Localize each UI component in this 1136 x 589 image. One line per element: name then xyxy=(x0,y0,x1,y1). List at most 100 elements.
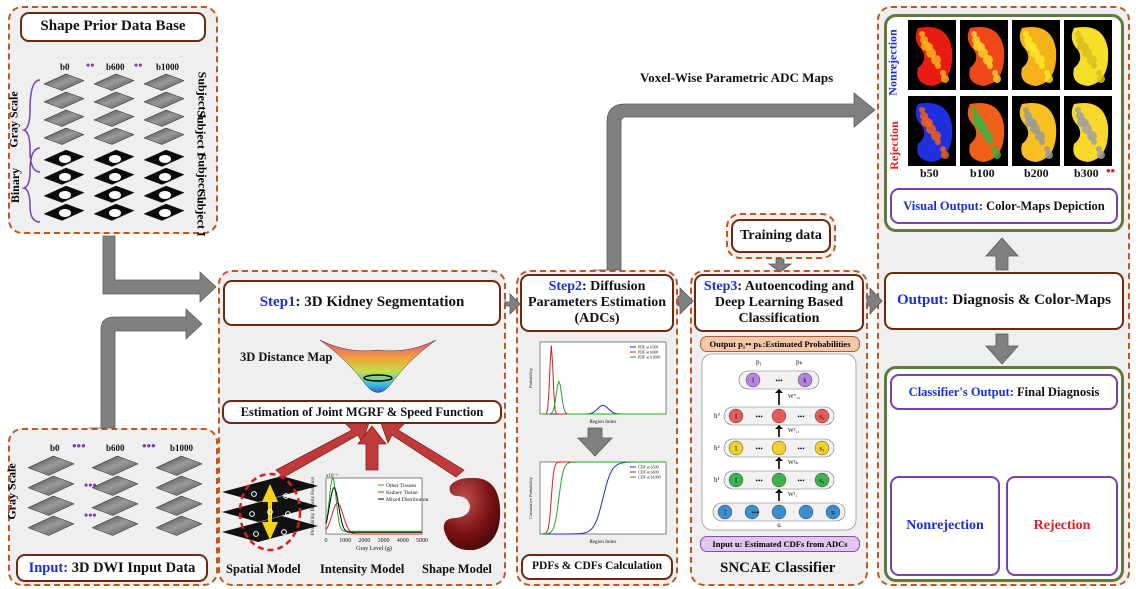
input-slice xyxy=(91,515,139,536)
gray-slice xyxy=(93,91,135,109)
binary-kidney xyxy=(59,191,71,199)
network-node xyxy=(728,440,744,456)
sp-dots-2: •• xyxy=(134,58,143,72)
arrow-input-to-step1 xyxy=(89,308,203,429)
sp-col-b0: b0 xyxy=(60,62,70,72)
map-speckle xyxy=(1039,63,1045,69)
pdf-cdf-caption: PDFs & CDFs Calculation xyxy=(521,554,673,580)
distance-map-surface xyxy=(319,339,437,393)
map-speckle xyxy=(926,48,936,58)
x-tick-label: 4000 xyxy=(397,538,409,544)
training-text: Training data xyxy=(740,227,822,243)
gray-slice xyxy=(43,91,85,109)
map-speckle xyxy=(1030,48,1040,58)
sp-col-b1000: b1000 xyxy=(156,62,180,72)
node-dots: ••• xyxy=(752,509,760,517)
input-cdfs-prefix: Input u xyxy=(712,539,740,549)
map-speckle xyxy=(1087,131,1097,141)
network-node xyxy=(771,472,787,488)
node-dots: ••• xyxy=(775,377,783,385)
network-node xyxy=(744,504,760,520)
weight-label: W°₁₂ xyxy=(788,393,800,400)
input-slice xyxy=(155,495,203,516)
map-speckle xyxy=(921,41,931,51)
input-cdfs-bar: Input u: Estimated CDFs from ADCs xyxy=(700,536,860,552)
weight-label: W¹ₖ xyxy=(788,460,798,466)
arrow-pdf-to-cdf xyxy=(577,427,613,457)
b300-label: b300 xyxy=(1074,166,1099,180)
map-speckle xyxy=(1025,117,1035,127)
gray-slice xyxy=(143,109,185,127)
node-label: s₁ xyxy=(819,477,824,485)
distance-map-label: 3D Distance Map xyxy=(240,350,333,364)
spatial-model-label: Spatial Model xyxy=(226,562,301,576)
x-tick-label: 2000 xyxy=(358,538,370,544)
map-speckle xyxy=(1044,146,1050,152)
node-label: k xyxy=(803,377,807,385)
rejection-row-label: Rejection xyxy=(886,121,901,170)
output-box: Output: Diagnosis & Color-Maps xyxy=(884,272,1124,330)
map-speckle xyxy=(1087,55,1097,65)
map-speckle xyxy=(971,107,977,113)
input-slice xyxy=(91,455,139,476)
binary-kidney xyxy=(109,209,121,217)
input-prefix: Input: xyxy=(28,559,69,576)
y-axis-label: Probability xyxy=(528,367,533,388)
x-tick-label: 0 xyxy=(325,538,328,544)
arrow-shapeprior-to-step1 xyxy=(102,235,217,303)
network-node xyxy=(728,408,744,424)
gray-slice xyxy=(43,127,85,145)
probability-label: p₁ xyxy=(756,358,762,366)
map-speckle xyxy=(1096,70,1102,76)
network-node xyxy=(798,504,814,520)
curve-kidney-tissue xyxy=(325,502,422,535)
map-speckle xyxy=(978,124,988,134)
map-speckle xyxy=(1045,151,1053,159)
node-dots: ••• xyxy=(756,445,764,453)
binary-kidney xyxy=(59,173,71,181)
sncae-caption: SNCAE Classifier xyxy=(720,560,836,576)
layer-arrowhead xyxy=(775,389,783,393)
rejection-result-box: Rejection xyxy=(1006,476,1118,576)
map-speckle xyxy=(987,63,993,69)
in-dots-4: ••• xyxy=(84,508,97,522)
input-slice xyxy=(155,475,203,496)
map-speckle xyxy=(1044,70,1050,76)
node-label: s₂ xyxy=(819,413,825,421)
gray-slice xyxy=(43,109,85,127)
arrow-output-to-classifier xyxy=(985,333,1019,365)
visual-output-text: Color-Maps Depiction xyxy=(983,198,1105,213)
legend-entry: CDF at b1000 xyxy=(638,475,661,480)
shape-prior-slices xyxy=(43,73,185,221)
visual-output-prefix: Visual Output: xyxy=(903,198,984,213)
network-node xyxy=(771,408,787,424)
visual-output-box: Visual Output: Color-Maps Depiction xyxy=(890,188,1118,224)
input-slices xyxy=(27,455,203,536)
sp-dots-1: •• xyxy=(86,58,95,72)
binary-kidney xyxy=(159,173,171,181)
arrow-spatial-up xyxy=(275,419,371,478)
adc-maps-label: Voxel-Wise Parametric ADC Maps xyxy=(640,70,834,85)
map-speckle xyxy=(935,63,941,69)
node-dots: ••• xyxy=(756,413,764,421)
node-dots: ••• xyxy=(797,445,805,453)
map-speckle xyxy=(983,131,993,141)
binary-brace xyxy=(21,147,41,223)
layer-label: h² xyxy=(714,444,720,452)
training-box: Training data xyxy=(731,219,831,253)
map-speckle xyxy=(1077,41,1087,51)
input-slice xyxy=(27,495,75,516)
in-dots-1: ••• xyxy=(72,438,86,453)
legend-entry: PDF at b600 xyxy=(638,350,658,355)
arrow-intensity-up xyxy=(357,425,387,471)
map-speckle xyxy=(973,117,983,127)
map-speckle xyxy=(1035,55,1045,65)
gray-slice xyxy=(143,73,185,91)
gray-slice xyxy=(93,127,135,145)
step2-title-text: : Diffusion Parameters Estimation (ADCs) xyxy=(527,278,667,327)
sp-col-b600: b600 xyxy=(106,62,125,72)
gray-slice xyxy=(143,127,185,145)
